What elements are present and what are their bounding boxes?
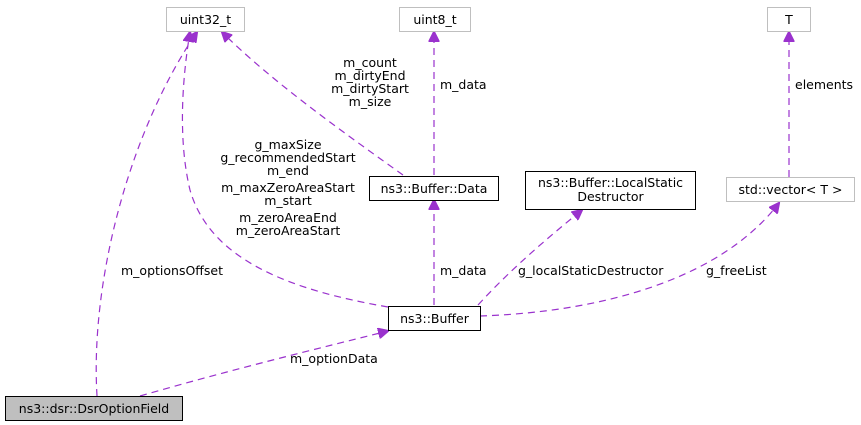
node-uint32-t[interactable]: uint32_t [166, 7, 245, 32]
edge-label: g_localStaticDestructor [518, 263, 664, 278]
node-label: ns3::dsr::DsrOptionField [19, 401, 169, 416]
node-box [166, 7, 245, 32]
edge-label: g_recommendedStart [220, 150, 355, 165]
edge-data-to-uint32: m_count m_dirtyEnd m_dirtyStart m_size [222, 32, 409, 176]
node-label: ns3::Buffer::LocalStatic [538, 175, 683, 190]
edge-label: m_data [440, 263, 487, 278]
edge-line [477, 210, 582, 306]
node-box [5, 396, 183, 421]
node-box [767, 7, 811, 32]
node-local-static-destructor[interactable]: ns3::Buffer::LocalStatic Destructor [525, 171, 696, 210]
edge-label: m_dirtyStart [331, 81, 409, 96]
edge-label: elements [795, 77, 853, 92]
node-label: Destructor [577, 189, 644, 204]
edge-label: g_freeList [706, 263, 767, 278]
node-label: uint8_t [413, 12, 456, 27]
node-dsr-option-field[interactable]: ns3::dsr::DsrOptionField [5, 396, 183, 421]
node-label: T [784, 12, 793, 27]
edge-label: m_maxZeroAreaStart [221, 180, 355, 195]
edge-label: m_dirtyEnd [334, 68, 405, 83]
node-box [525, 171, 696, 210]
node-uint8-t[interactable]: uint8_t [399, 7, 471, 32]
node-box [399, 7, 471, 32]
edge-label: g_maxSize [254, 137, 321, 152]
edge-label: m_count [343, 55, 397, 70]
edge-label: m_size [349, 94, 392, 109]
node-buffer[interactable]: ns3::Buffer [388, 306, 481, 331]
edge-line [222, 32, 404, 176]
edge-buffer-to-data: m_data [434, 200, 487, 305]
edge-vector-to-t: elements [789, 32, 853, 177]
edge-line [181, 32, 389, 308]
edge-label: m_optionData [290, 351, 378, 366]
node-box [388, 306, 481, 331]
edge-line [95, 32, 197, 397]
node-std-vector[interactable]: std::vector< T > [726, 177, 855, 202]
edge-label: m_start [264, 193, 312, 208]
node-label: uint32_t [180, 12, 231, 27]
node-t[interactable]: T [767, 7, 811, 32]
edge-line [139, 331, 388, 397]
edge-data-to-uint8: m_data [434, 32, 487, 175]
edge-label: m_data [440, 77, 487, 92]
edge-field-to-buffer: m_optionData [139, 331, 388, 397]
edge-buffer-to-local-static: g_localStaticDestructor [477, 210, 664, 306]
edge-label: m_zeroAreaStart [236, 223, 341, 238]
node-box [726, 177, 855, 202]
edge-buffer-to-uint32: g_maxSize g_recommendedStart m_end m_max… [181, 32, 389, 308]
edge-line [479, 203, 779, 317]
edge-label: m_zeroAreaEnd [239, 210, 337, 225]
node-label: ns3::Buffer [400, 311, 470, 326]
edge-label: m_end [267, 163, 309, 178]
node-label: ns3::Buffer::Data [381, 181, 488, 196]
edge-label: m_optionsOffset [121, 263, 223, 278]
edge-buffer-to-vector: g_freeList [479, 203, 779, 317]
node-label: std::vector< T > [739, 182, 843, 197]
node-buffer-data[interactable]: ns3::Buffer::Data [369, 176, 499, 201]
edge-field-to-uint32: m_optionsOffset [95, 32, 223, 397]
node-box [369, 176, 499, 201]
